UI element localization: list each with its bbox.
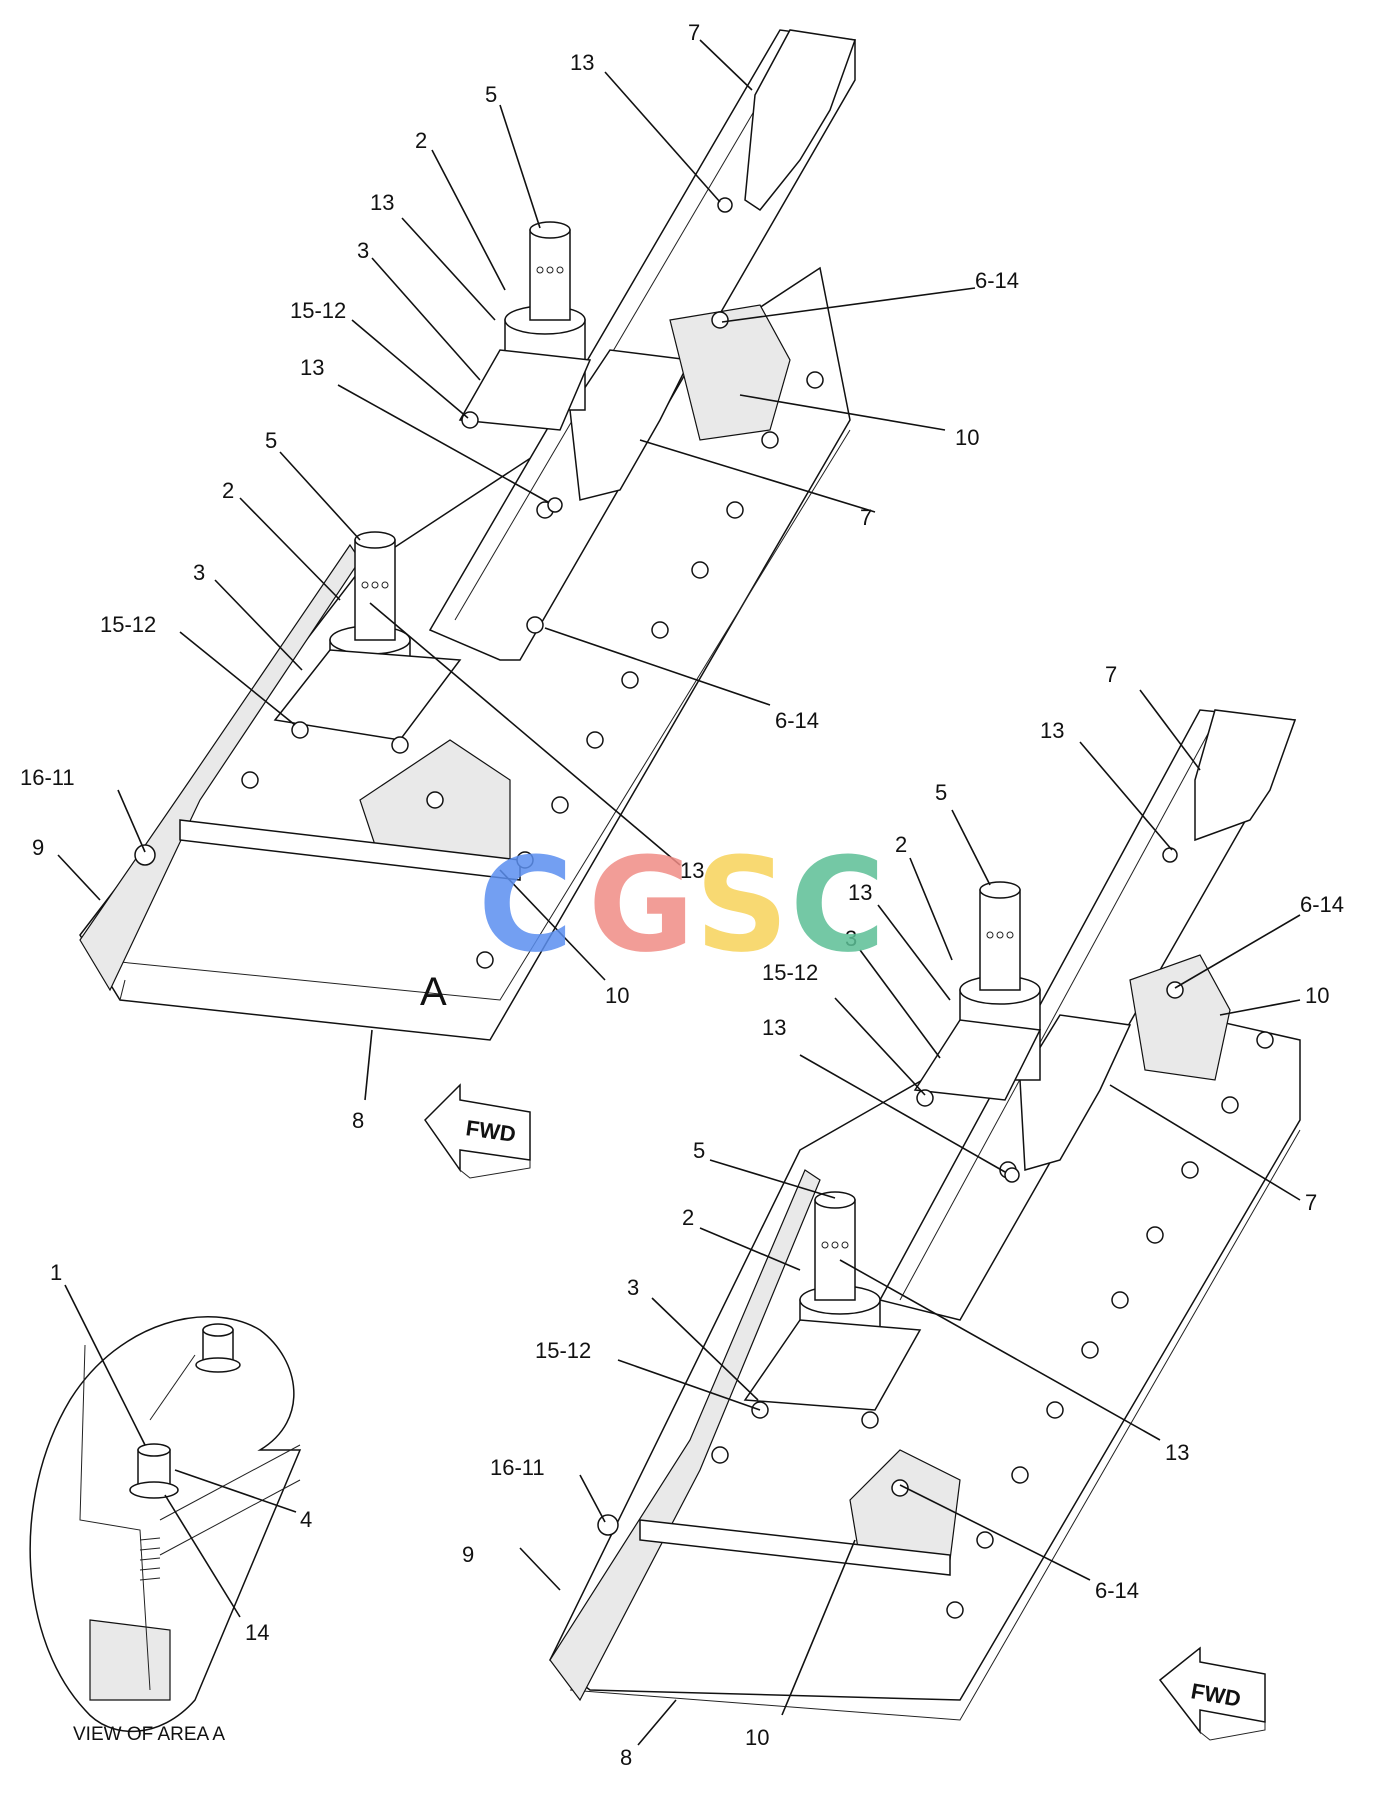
bracket-upper: [1194, 709, 1297, 842]
area-a-marker: A: [420, 970, 447, 1014]
label-13: 13: [1040, 718, 1064, 743]
label-7-top: 7: [1105, 662, 1117, 687]
label-13: 13: [370, 190, 394, 215]
detail-view-area-a: 1 4 14 VIEW OF AREA A: [29, 1260, 312, 1745]
fwd-arrow-upper: FWD: [424, 1083, 531, 1179]
label-7: 7: [860, 505, 872, 530]
label-3: 3: [627, 1275, 639, 1300]
label-8: 8: [620, 1745, 632, 1770]
bolts-left: [134, 197, 824, 969]
watermark-letter-s: S: [695, 829, 789, 981]
label-10: 10: [955, 425, 979, 450]
bracket-mid: [569, 349, 692, 501]
label-9: 9: [32, 835, 44, 860]
label-2: 2: [895, 832, 907, 857]
label-6-14: 6-14: [1300, 892, 1344, 917]
label-8: 8: [352, 1108, 364, 1133]
label-13: 13: [570, 50, 594, 75]
leader-lines-right: [519, 689, 1301, 1746]
upper-left-assembly: [79, 29, 857, 1041]
label-4: 4: [300, 1507, 312, 1532]
label-15-12: 15-12: [100, 612, 156, 637]
labels-left: 7 13 5 2 13 3 6-14 15-12 13 10 5 2 7 3 1…: [20, 20, 1019, 1133]
label-5: 5: [265, 428, 277, 453]
label-13: 13: [1165, 1440, 1189, 1465]
bracket-upper: [744, 29, 857, 212]
label-5: 5: [935, 780, 947, 805]
watermark-letter-g: G: [588, 829, 695, 981]
label-15-12: 15-12: [535, 1338, 591, 1363]
support-plate: [669, 304, 791, 441]
label-6-14: 6-14: [775, 708, 819, 733]
watermark-cgsc: C G S C: [478, 829, 885, 981]
label-13: 13: [300, 355, 324, 380]
watermark-letter-c1: C: [478, 829, 573, 981]
label-6-14: 6-14: [1095, 1578, 1139, 1603]
label-10: 10: [745, 1725, 769, 1750]
label-15-12: 15-12: [290, 298, 346, 323]
label-7: 7: [1305, 1190, 1317, 1215]
label-5: 5: [693, 1138, 705, 1163]
label-1: 1: [50, 1260, 62, 1285]
lower-right-assembly: [549, 709, 1301, 1721]
label-2: 2: [222, 478, 234, 503]
label-15-12: 15-12: [762, 960, 818, 985]
fwd-arrow-lower: FWD: [1158, 1646, 1266, 1741]
label-10: 10: [1305, 983, 1329, 1008]
label-3: 3: [357, 238, 369, 263]
detail-caption: VIEW OF AREA A: [73, 1724, 225, 1745]
label-14: 14: [245, 1620, 269, 1645]
side-rail: [549, 1169, 821, 1702]
label-16-11: 16-11: [490, 1455, 545, 1480]
watermark-letter-c2: C: [790, 829, 885, 981]
bracket-mid: [1019, 1014, 1132, 1171]
label-10: 10: [605, 983, 629, 1008]
label-3: 3: [845, 926, 857, 951]
label-6-14: 6-14: [975, 268, 1019, 293]
label-9: 9: [462, 1542, 474, 1567]
labels-right: 7 13 5 2 13 6-14 3 10 15-12 13 7 5 2 3 1…: [462, 662, 1344, 1770]
label-16-11: 16-11: [20, 765, 75, 790]
leader-lines-left: [57, 39, 976, 1101]
label-2: 2: [682, 1205, 694, 1230]
label-13: 13: [848, 880, 872, 905]
base-plate: [549, 989, 1301, 1701]
label-5: 5: [485, 82, 497, 107]
label-3: 3: [193, 560, 205, 585]
label-13: 13: [762, 1015, 786, 1040]
support-plate: [1129, 954, 1231, 1081]
label-2: 2: [415, 128, 427, 153]
label-13: 13: [680, 858, 704, 883]
label-7-top: 7: [688, 20, 700, 45]
